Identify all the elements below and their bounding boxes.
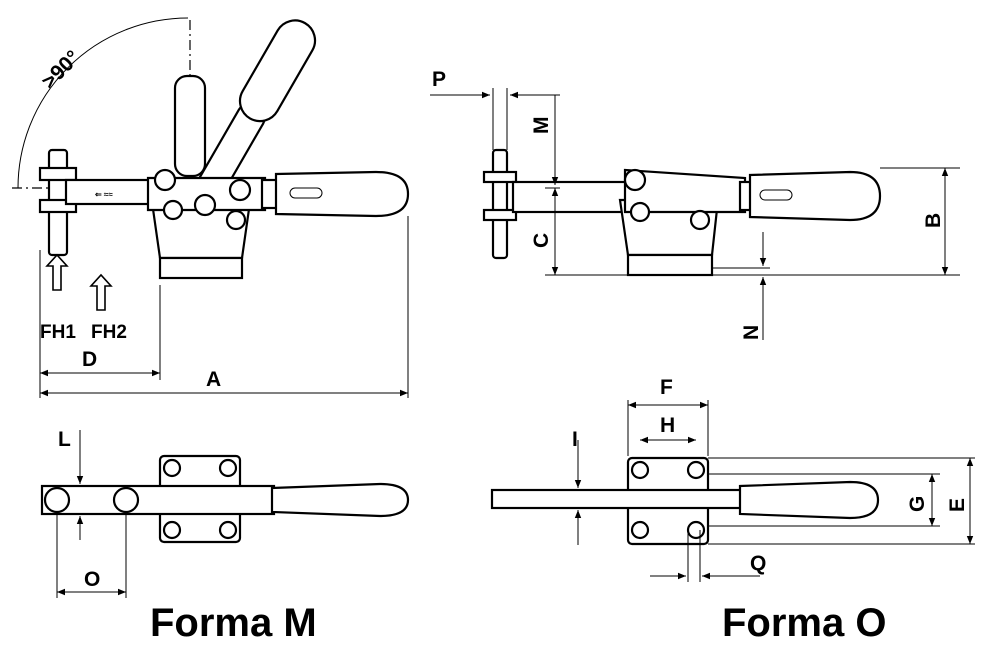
dim-label-e: E — [946, 498, 969, 512]
grip-label — [289, 187, 323, 199]
angle-label: >90° — [37, 46, 84, 93]
dim-label-q: Q — [750, 552, 766, 575]
handle-upright-ghost — [173, 74, 207, 178]
dim-label-g: G — [906, 496, 929, 512]
pivot-2 — [629, 201, 651, 223]
handle-grip — [738, 480, 880, 520]
forma-m-top-view — [40, 430, 410, 598]
dim-label-i: I — [572, 428, 578, 451]
nut-upper — [482, 170, 518, 184]
force-label-fh1: FH1 — [40, 322, 76, 343]
svg-text:⇐ ≈≈: ⇐ ≈≈ — [95, 190, 113, 199]
dim-label-p: P — [432, 68, 446, 91]
pivot-2 — [193, 193, 217, 217]
pivot-1 — [153, 168, 177, 192]
forma-o-side-view — [430, 88, 960, 340]
dim-label-a: A — [206, 368, 221, 391]
dim-label-n: N — [740, 325, 763, 340]
dim-label-h: H — [660, 414, 675, 437]
base-plate — [158, 256, 244, 280]
nut-lower — [482, 208, 518, 222]
force-arrow-fh1 — [45, 253, 69, 291]
view-title-forma-m: Forma M — [150, 601, 317, 645]
pivot-3 — [228, 178, 252, 202]
dim-label-b: B — [922, 213, 945, 228]
nut-upper — [38, 166, 78, 182]
spindle — [491, 148, 509, 260]
handle-grip — [270, 482, 410, 518]
dim-label-d: D — [82, 348, 97, 371]
spindle-head-1 — [43, 486, 71, 514]
handle-grip — [274, 170, 410, 218]
linkage — [623, 168, 747, 214]
base-plate — [626, 253, 714, 277]
dim-label-l: L — [58, 428, 71, 451]
spindle-head-2 — [112, 486, 140, 514]
pivot-4 — [162, 199, 184, 221]
force-label-fh2: FH2 — [91, 322, 127, 343]
view-title-forma-o: Forma O — [722, 601, 886, 645]
grip-label — [759, 189, 793, 201]
handle-grip — [748, 170, 882, 222]
dim-label-f: F — [660, 376, 673, 399]
forma-o-top-view — [490, 400, 975, 582]
rotation-arc — [17, 17, 189, 189]
dim-label-m: M — [530, 117, 553, 135]
dim-label-c: C — [530, 233, 553, 248]
clamp-arm — [490, 488, 744, 510]
clamp-arm — [40, 484, 276, 516]
forma-m-side-view: ⇐ ≈≈ — [12, 17, 410, 398]
pivot-5 — [225, 209, 247, 231]
force-arrow-fh2 — [89, 273, 113, 311]
pivot-1 — [623, 168, 647, 192]
pivot-3 — [689, 209, 711, 231]
dim-label-o: O — [84, 568, 100, 591]
